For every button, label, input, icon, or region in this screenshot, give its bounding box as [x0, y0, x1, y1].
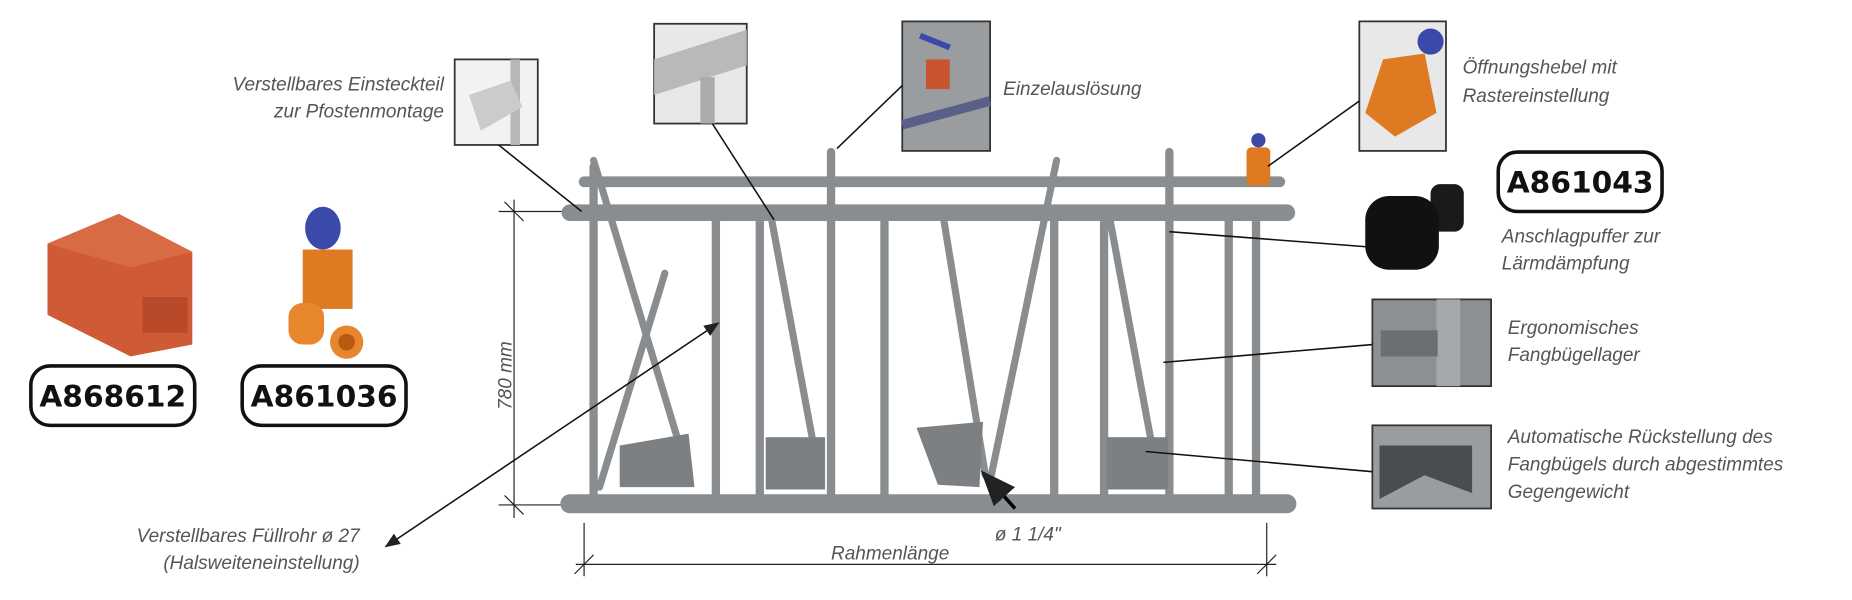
- part-number: A868612: [39, 379, 186, 414]
- label-einzelausloesung: Einzelauslösung: [1003, 79, 1142, 100]
- label-fuellrohr-line2: (Halsweiteneinstellung): [163, 553, 359, 574]
- label-fangbuegellager-line2: Fangbügellager: [1508, 345, 1641, 366]
- leader-lines: [384, 84, 1373, 548]
- frame-length-label: Rahmenlänge: [831, 544, 949, 565]
- label-einsteckteil-line2: zur Pfostenmontage: [273, 102, 444, 123]
- detail-inset-bearing: [1371, 298, 1492, 388]
- height-dimension: 780 mm: [496, 199, 568, 519]
- height-label: 780 mm: [496, 341, 517, 410]
- detail-inset-release: [901, 20, 992, 152]
- detail-inset-counterweight: [1371, 424, 1492, 510]
- pipe-diameter-label: ø 1 1/4": [995, 525, 1062, 546]
- opening-lever: [1246, 133, 1271, 186]
- detail-inset-lever: [1358, 20, 1447, 152]
- label-anschlagpuffer-line1: Anschlagpuffer zur: [1501, 226, 1661, 247]
- label-anschlagpuffer-line2: Lärmdämpfung: [1502, 254, 1630, 275]
- badge-a861043: A861043: [1496, 150, 1664, 214]
- label-fuellrohr-line1: Verstellbares Füllrohr ø 27: [137, 526, 362, 547]
- detail-inset-plug: [453, 58, 539, 146]
- label-oeffnungshebel-line1: Öffnungshebel mit: [1463, 58, 1618, 79]
- red-block-part-image: [47, 213, 193, 357]
- label-einsteckteil-line1: Verstellbares Einsteckteil: [233, 74, 445, 95]
- label-rueckstellung-line2: Fangbügels durch abgestimmtes: [1508, 454, 1784, 475]
- buffer-part-image: [1365, 184, 1464, 270]
- part-number: A861036: [251, 379, 398, 414]
- part-number: A861043: [1507, 165, 1654, 200]
- label-rueckstellung-line3: Gegengewicht: [1508, 482, 1630, 503]
- label-fangbuegellager-line1: Ergonomisches: [1508, 318, 1639, 339]
- label-rueckstellung-line1: Automatische Rückstellung des: [1507, 427, 1773, 448]
- badge-a868612: A868612: [29, 364, 197, 428]
- feed-barrier-frame: [560, 133, 1297, 514]
- length-dimension: Rahmenlänge: [574, 522, 1277, 577]
- badge-a861036: A861036: [240, 364, 408, 428]
- catch-lever-part-image: [288, 206, 364, 359]
- detail-inset-joint: [653, 22, 748, 125]
- label-oeffnungshebel-line2: Rastereinstellung: [1463, 86, 1610, 107]
